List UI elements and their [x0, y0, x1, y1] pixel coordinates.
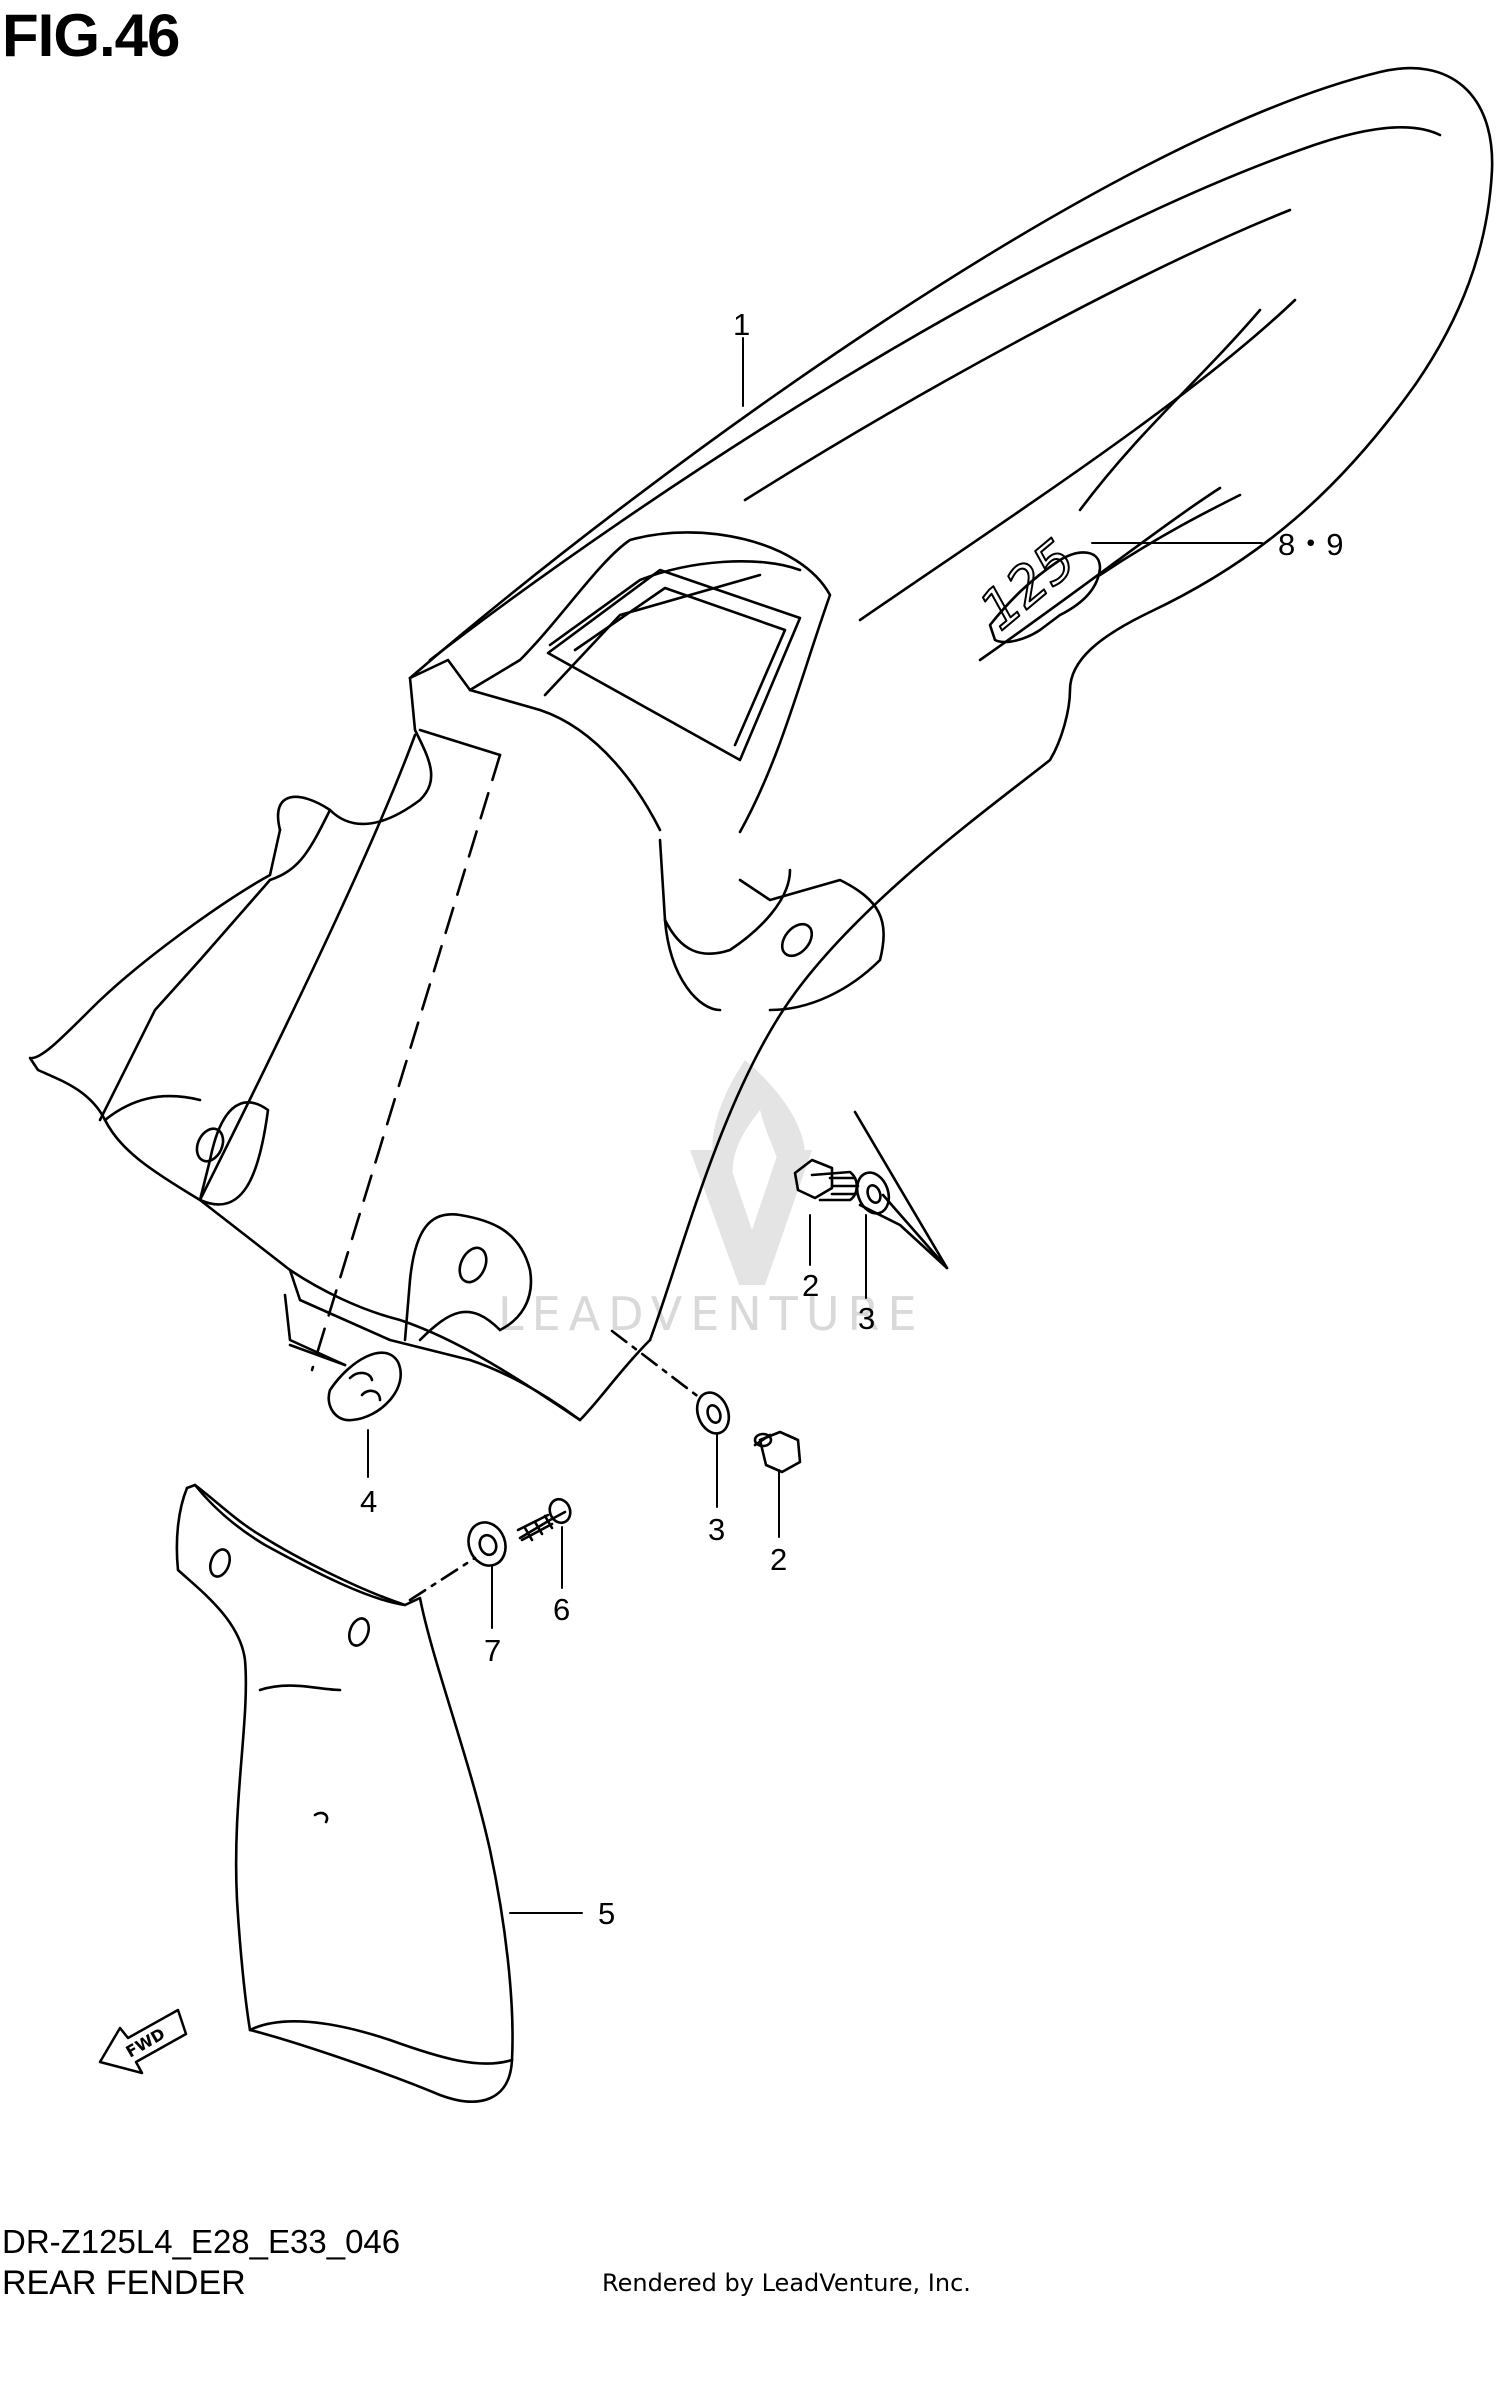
section-name: REAR FENDER	[2, 2264, 246, 2302]
rear-fender-part-1	[28, 66, 1494, 1422]
callout-2-upper: 2	[802, 1268, 819, 1303]
callout-3-lower: 3	[708, 1512, 725, 1547]
callout-1: 1	[733, 307, 750, 342]
render-credit: Rendered by LeadVenture, Inc.	[602, 2269, 971, 2297]
bolt-part-2-upper	[793, 1158, 860, 1202]
model-code: DR-Z125L4_E28_E33_046	[2, 2223, 401, 2260]
callout-2-lower: 2	[770, 1542, 787, 1577]
callout-5: 5	[598, 1896, 615, 1931]
washer-part-3-upper	[855, 1171, 891, 1215]
bolt-part-2-lower	[753, 1430, 802, 1474]
callout-7: 7	[484, 1633, 501, 1668]
callout-6: 6	[553, 1592, 570, 1627]
washer-part-3-lower	[695, 1391, 731, 1435]
callout-leaders	[367, 337, 1263, 1914]
figure-title: FIG.46	[2, 2, 180, 69]
callout-3-upper: 3	[858, 1301, 875, 1336]
decal-125-label: 125	[968, 527, 1087, 642]
callout-4: 4	[360, 1484, 377, 1519]
decal-125-icon	[988, 551, 1102, 644]
screw-part-6	[516, 1497, 572, 1542]
fwd-arrow-icon: FWD	[98, 2008, 188, 2075]
washer-part-7	[467, 1521, 507, 1567]
callout-numbers: 1 8・9 2 3 4 3 2 6 7 5	[360, 307, 1343, 1931]
watermark-text: LEADVENTURE	[498, 1287, 925, 1341]
callout-8-9: 8・9	[1278, 527, 1343, 562]
mud-flap-part-5	[175, 1483, 514, 2103]
watermark-v-icon	[690, 1150, 812, 1285]
leadventure-watermark: LEADVENTURE	[498, 1060, 925, 1341]
grommet-part-4	[327, 1351, 402, 1422]
